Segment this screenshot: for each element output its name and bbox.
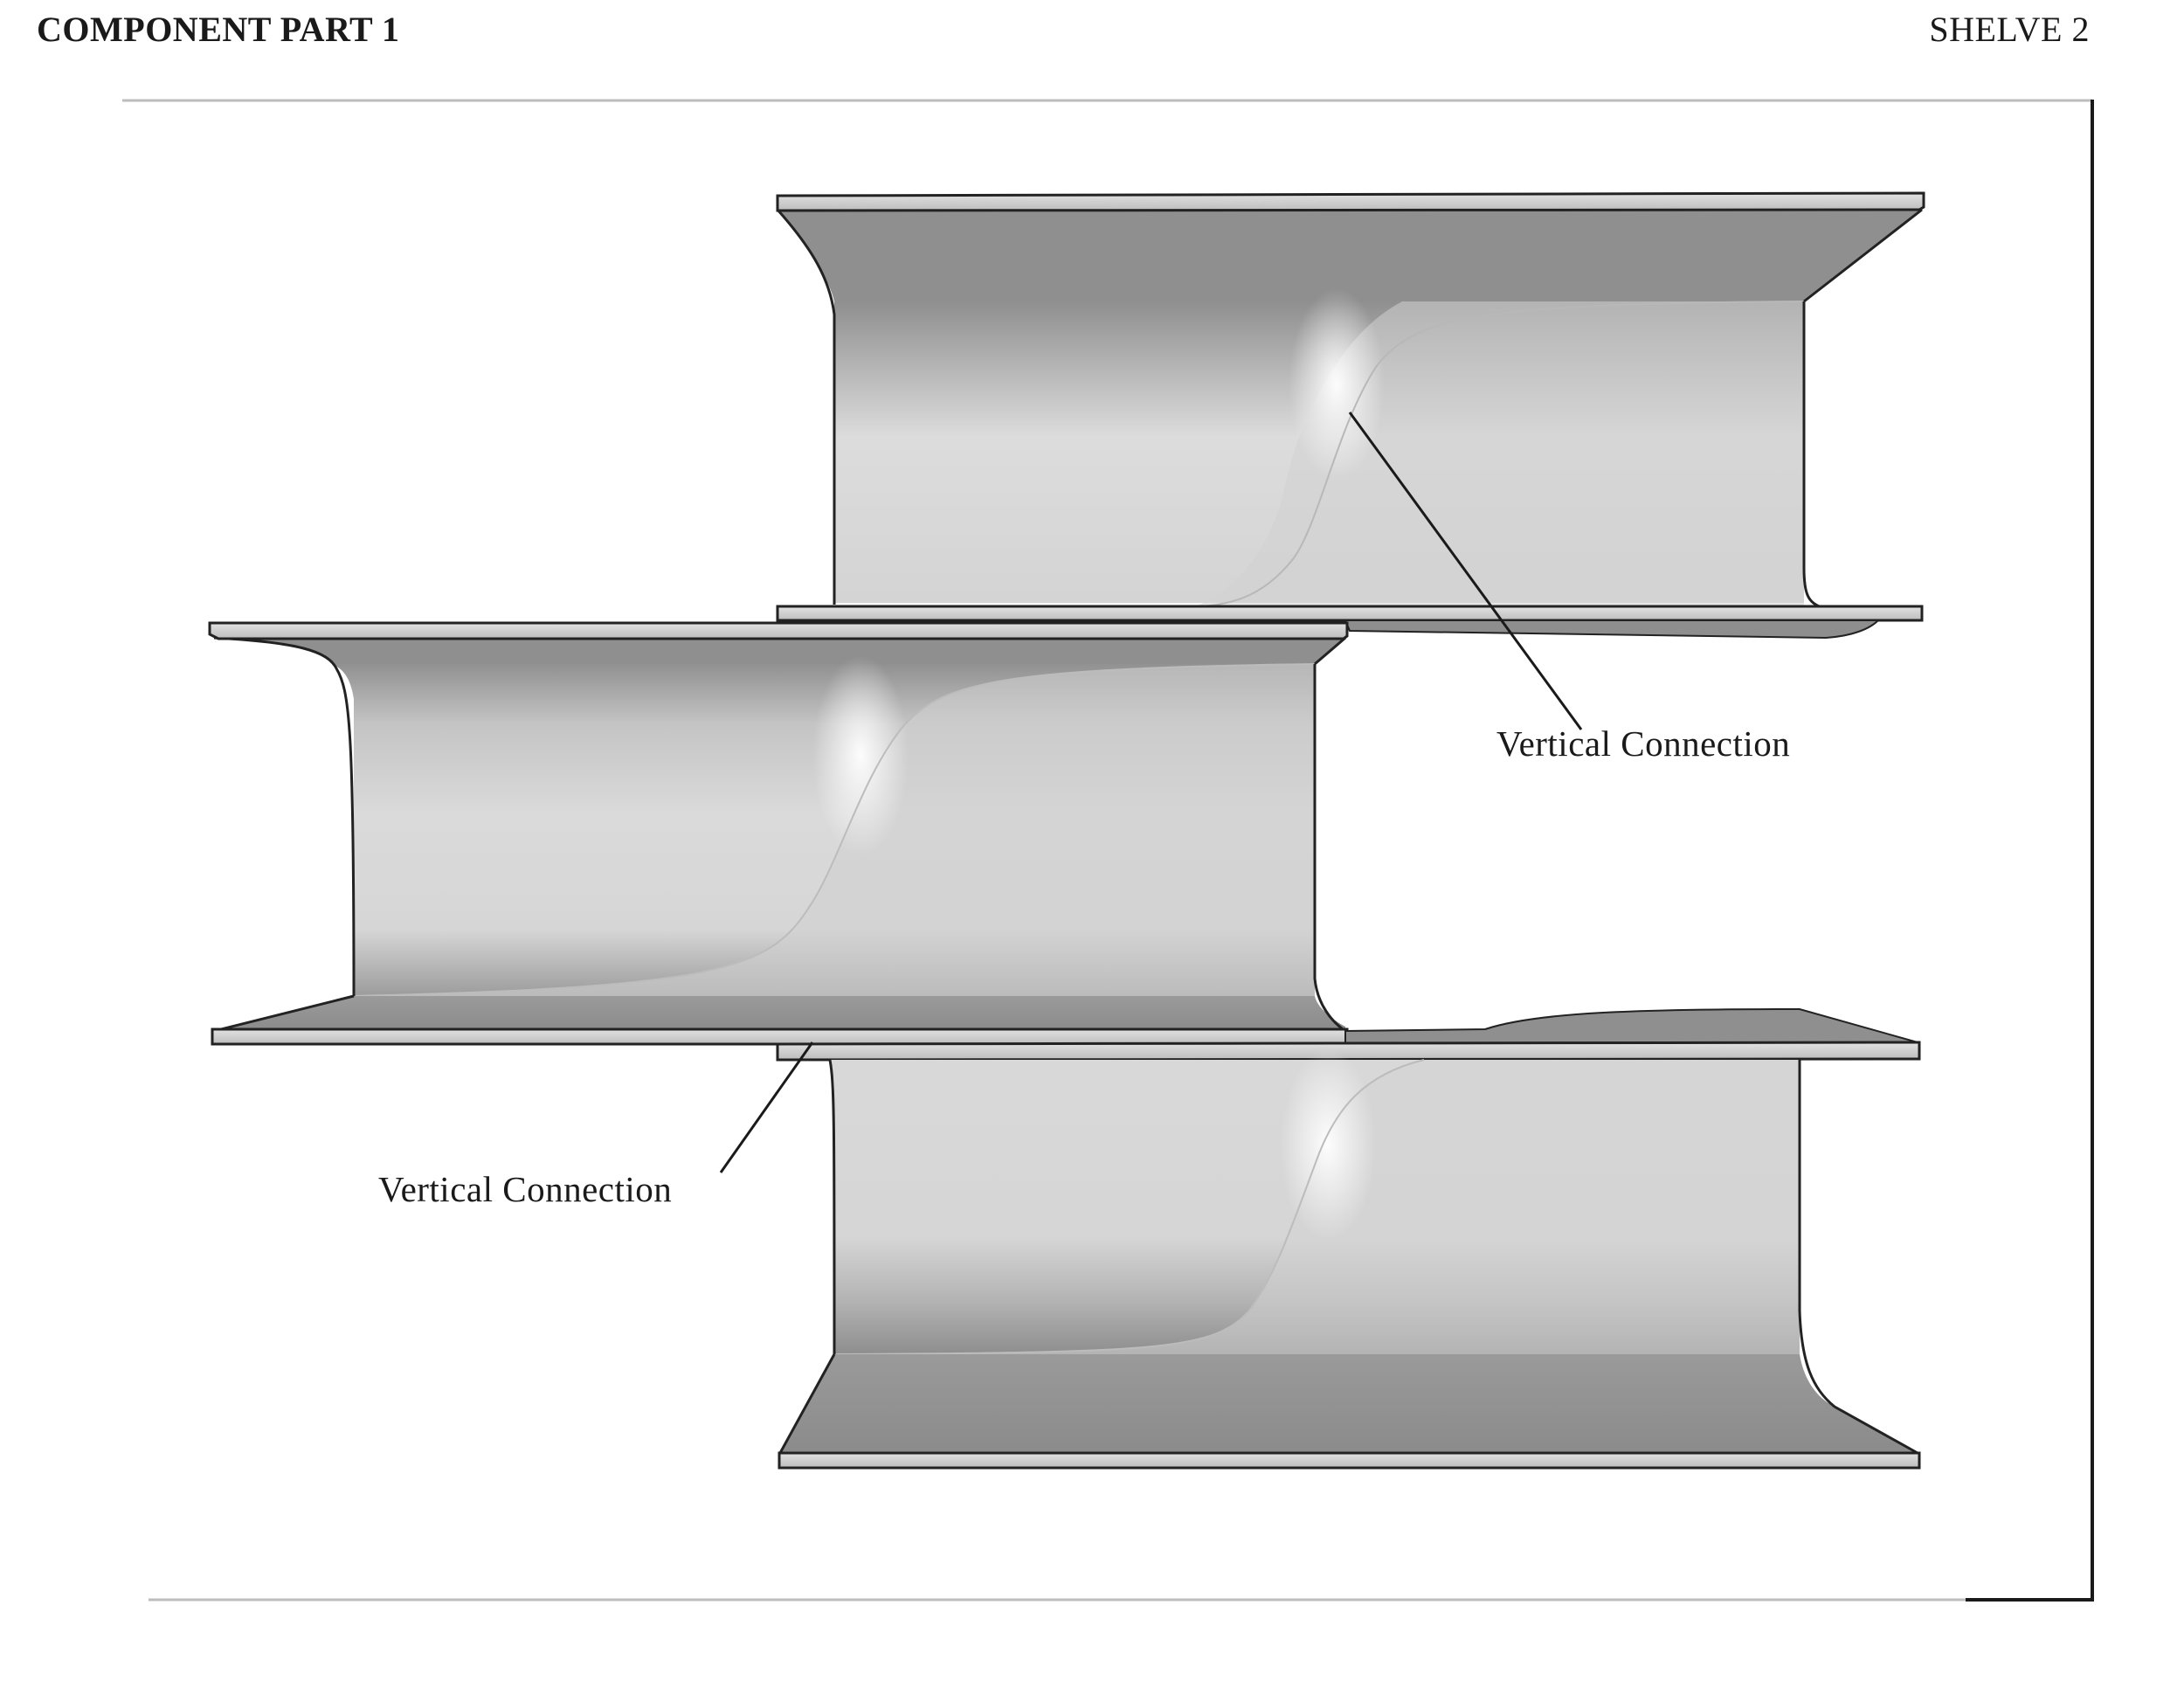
top-shelf-ceiling: [778, 210, 1922, 301]
page-title: COMPONENT PART 1: [37, 10, 400, 49]
bottom-shelf-highlight: [1280, 1048, 1376, 1241]
middle-shelf-divider-edge: [353, 663, 1316, 997]
top-shelf-bottom-plate: [776, 605, 1924, 622]
middle-shelf-highlight: [812, 655, 909, 856]
bottom-shelf-floor: [780, 1354, 1918, 1453]
middle-shelf-module: [208, 621, 1349, 1046]
leader-line-lower: [719, 1041, 814, 1173]
top-shelf-lip: [1344, 619, 1881, 640]
bottom-shelf-divider-edge: [833, 1059, 1425, 1355]
bottom-shelf-left-flare: [778, 1353, 836, 1454]
top-shelf-highlight: [1289, 288, 1385, 481]
middle-shelf-top-plate: [208, 621, 1349, 640]
bottom-shelf-right-edge: [1798, 1060, 1918, 1455]
middle-shelf-floor: [214, 996, 1345, 1031]
annotation-vertical-connection-lower: Vertical Connection: [378, 1169, 672, 1209]
annotation-vertical-connection-upper: Vertical Connection: [1496, 723, 1790, 764]
top-shelf-top-plate: [776, 191, 1925, 212]
top-shelf-module: [776, 191, 1925, 640]
sheet-label: SHELVE 2: [1929, 10, 2090, 49]
bottom-shelf-top-plate: [776, 1041, 1921, 1062]
bottom-shelf-top-overhang: [1344, 1007, 1918, 1047]
bottom-shelf-module: [776, 1007, 1921, 1470]
middle-shelf-right-edge: [1313, 664, 1346, 1033]
middle-shelf-right-flare: [1314, 636, 1346, 666]
bottom-shelf-left-edge: [828, 1059, 836, 1355]
middle-shelf-left-flare: [213, 994, 355, 1033]
bottom-shelf-bottom-plate: [778, 1451, 1921, 1470]
middle-shelf-divider-surface: [354, 664, 1315, 996]
top-shelf-divider-edge: [1192, 301, 1805, 608]
middle-shelf-ceiling: [214, 638, 1345, 664]
middle-shelf-bottom-plate: [211, 1027, 1349, 1046]
top-shelf-right-flare: [1803, 208, 1923, 303]
top-shelf-right-edge: [1802, 301, 1822, 609]
top-shelf-left-edge: [776, 209, 836, 605]
leader-line-upper: [1348, 412, 1583, 730]
middle-shelf-left-edge: [213, 636, 356, 997]
